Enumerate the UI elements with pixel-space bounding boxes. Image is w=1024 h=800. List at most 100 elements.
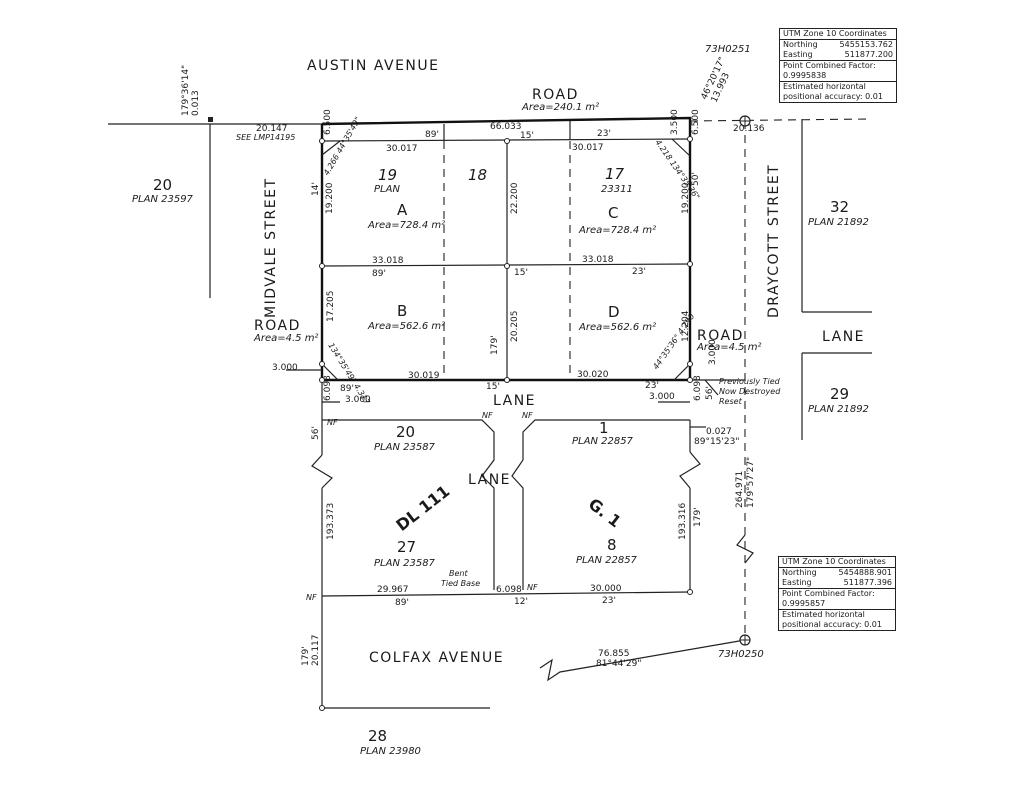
- svg-text:19.200: 19.200: [681, 182, 691, 214]
- street-colfax: COLFAX AVENUE: [369, 650, 504, 666]
- utm-bottom-title: UTM Zone 10 Coordinates: [779, 557, 895, 568]
- lot-27: 27: [397, 538, 416, 556]
- svg-text:3.000: 3.000: [272, 363, 298, 373]
- lot-32-plan: PLAN 21892: [808, 217, 869, 228]
- monument-bottom-label: 73H0250: [718, 649, 764, 660]
- svg-text:3.000: 3.000: [345, 395, 371, 405]
- road-left-label: ROAD: [254, 318, 301, 334]
- svg-text:264.971: 264.971: [735, 471, 745, 508]
- svg-text:6.098: 6.098: [496, 585, 522, 595]
- road-right-label: ROAD: [697, 328, 744, 344]
- lot-c-area: Area=728.4 m²: [578, 225, 656, 236]
- lot-d-label: D: [608, 303, 620, 321]
- lot-c-label: C: [608, 204, 618, 222]
- svg-text:30.017: 30.017: [386, 144, 418, 154]
- svg-text:179': 179': [301, 646, 311, 666]
- notes: Previously Tied Now Destroyed Reset Bent…: [441, 377, 781, 588]
- svg-text:NF: NF: [482, 411, 493, 420]
- svg-text:6.098: 6.098: [323, 375, 333, 401]
- road-right-area: Area=4.5 m²: [696, 342, 761, 353]
- svg-text:30.020: 30.020: [577, 370, 609, 380]
- svg-text:12.204: 12.204: [681, 310, 691, 342]
- svg-text:56': 56': [311, 426, 321, 440]
- svg-text:23': 23': [602, 596, 616, 606]
- lot-28: 28: [368, 727, 387, 745]
- lot-8-plan: PLAN 22857: [576, 555, 638, 566]
- svg-text:193.316: 193.316: [678, 503, 688, 540]
- svg-text:89°15'23": 89°15'23": [694, 437, 739, 447]
- svg-text:3.000: 3.000: [708, 339, 718, 365]
- svg-text:6.098: 6.098: [693, 375, 703, 401]
- svg-text:NF: NF: [527, 583, 538, 592]
- svg-text:23': 23': [632, 267, 646, 277]
- svg-text:66.033: 66.033: [490, 122, 522, 132]
- svg-text:56': 56': [705, 386, 715, 400]
- svg-text:179': 179': [490, 335, 500, 355]
- svg-text:6.500: 6.500: [323, 109, 333, 135]
- monument-bottom-icon: [739, 634, 751, 646]
- svg-text:6.500: 6.500: [691, 109, 701, 135]
- svg-text:179': 179': [693, 507, 703, 527]
- svg-text:Now Destroyed: Now Destroyed: [719, 387, 781, 396]
- lot-b-label: B: [397, 302, 407, 320]
- svg-text:15': 15': [514, 268, 528, 278]
- svg-text:15': 15': [486, 382, 500, 392]
- svg-text:193.373: 193.373: [326, 503, 336, 540]
- lot-29-plan: PLAN 21892: [808, 404, 869, 415]
- svg-text:29.967: 29.967: [377, 585, 409, 595]
- svg-text:3.000: 3.000: [649, 392, 675, 402]
- svg-text:23': 23': [597, 129, 611, 139]
- lot-a-area: Area=728.4 m²: [367, 220, 445, 231]
- svg-text:33.018: 33.018: [582, 255, 614, 265]
- svg-text:Previously Tied: Previously Tied: [719, 377, 781, 386]
- lot-1-plan: PLAN 22857: [572, 436, 634, 447]
- district-lot-label: DL 111: [392, 481, 453, 534]
- svg-text:22.200: 22.200: [510, 182, 520, 214]
- lot-a-label: A: [397, 201, 408, 219]
- group-label: G. 1: [585, 494, 625, 531]
- svg-text:30.019: 30.019: [408, 371, 440, 381]
- svg-text:19.200: 19.200: [325, 182, 335, 214]
- road-top-label: ROAD: [532, 87, 579, 103]
- survey-points: [319, 136, 693, 711]
- road-top-area: Area=240.1 m²: [521, 102, 599, 113]
- old-lot-19: 19: [378, 166, 397, 184]
- street-austin: AUSTIN AVENUE: [307, 58, 439, 74]
- lot-20-left-plan: PLAN 23597: [132, 194, 194, 205]
- monument-top-label: 73H0251: [705, 44, 751, 55]
- svg-text:Tied Base: Tied Base: [441, 579, 480, 588]
- lot-20-lower: 20: [396, 423, 415, 441]
- monument-top-icon: [739, 115, 751, 127]
- lot-20-lower-plan: PLAN 23587: [374, 442, 436, 453]
- utm-top-title: UTM Zone 10 Coordinates: [780, 29, 896, 40]
- svg-text:0.013: 0.013: [191, 90, 201, 116]
- svg-text:12': 12': [514, 597, 528, 607]
- old-lot-19-plan: PLAN: [374, 184, 400, 195]
- svg-text:179°57'27": 179°57'27": [746, 457, 756, 508]
- lot-32: 32: [830, 198, 849, 216]
- street-midvale: MIDVALE STREET: [263, 177, 279, 318]
- lot-20-left: 20: [153, 176, 172, 194]
- svg-text:20.136: 20.136: [733, 124, 765, 134]
- svg-text:4.218 134°35'36": 4.218 134°35'36": [653, 138, 701, 201]
- street-draycott: DRAYCOTT STREET: [766, 164, 782, 318]
- svg-text:89': 89': [395, 598, 409, 608]
- lane-lower-label: LANE: [468, 472, 511, 488]
- lane-right-label: LANE: [822, 329, 865, 345]
- lot-d-area: Area=562.6 m²: [578, 322, 656, 333]
- svg-text:89': 89': [372, 269, 386, 279]
- road-left-area: Area=4.5 m²: [253, 333, 318, 344]
- svg-text:NF: NF: [522, 411, 533, 420]
- svg-text:3.500: 3.500: [670, 109, 680, 135]
- svg-text:15': 15': [520, 131, 534, 141]
- dimensions: 20.147 SEE LMP14195 6.500 89' 66.033 15'…: [181, 56, 765, 669]
- svg-text:30.000: 30.000: [590, 584, 622, 594]
- svg-text:23': 23': [645, 381, 659, 391]
- old-lot-17: 17: [605, 165, 625, 183]
- svg-text:20.117: 20.117: [311, 635, 321, 667]
- svg-text:Bent: Bent: [449, 569, 468, 578]
- old-lot-18: 18: [468, 166, 487, 184]
